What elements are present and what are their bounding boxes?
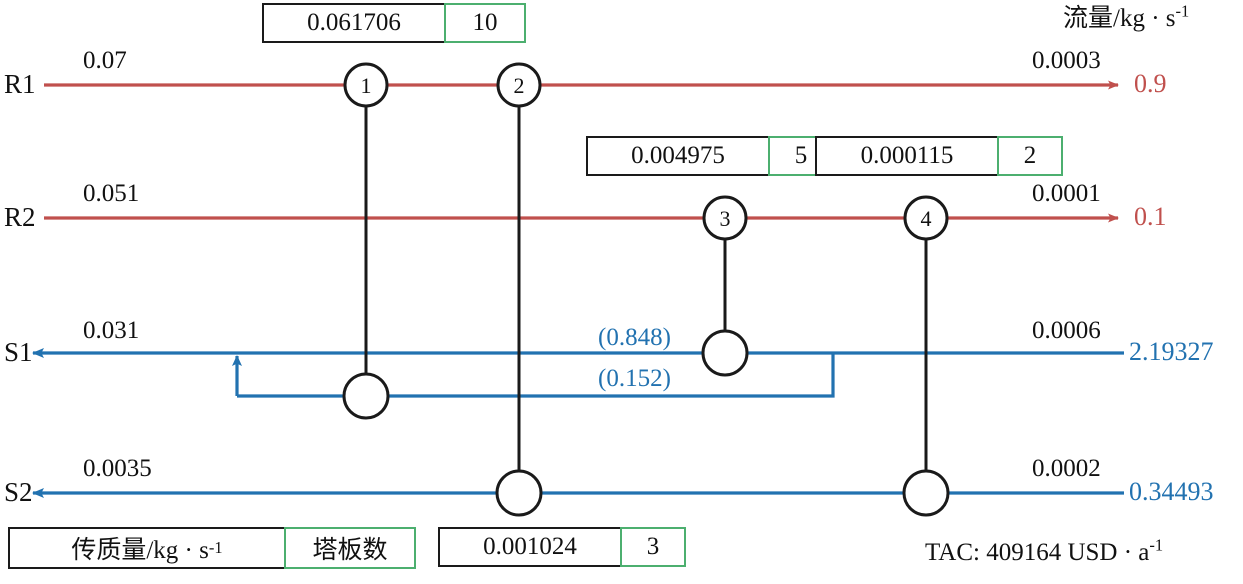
node-circle-s2-b bbox=[902, 469, 950, 517]
split-fraction-upper: (0.848) bbox=[598, 324, 671, 351]
mass-transfer-value: 0.004975 bbox=[586, 136, 768, 176]
tray-count-value: 2 bbox=[997, 136, 1063, 176]
tray-count-value: 3 bbox=[620, 527, 686, 567]
legend-mass-text: 传质量/kg · s bbox=[71, 537, 209, 564]
mass-transfer-value: 0.001024 bbox=[438, 527, 620, 567]
node-circle-s1-b bbox=[701, 329, 749, 377]
mass-transfer-value: 0.000115 bbox=[815, 136, 997, 176]
endpoint-value-s1: 2.19327 bbox=[1129, 337, 1214, 366]
endpoint-value-r1: 0.9 bbox=[1134, 69, 1167, 98]
tray-count-value: 10 bbox=[444, 3, 526, 43]
node-label-4: 4 bbox=[920, 206, 932, 231]
node-label-2: 2 bbox=[513, 73, 525, 98]
outlet-value-r2: 0.0001 bbox=[1032, 180, 1101, 207]
row-label-r2: R2 bbox=[4, 202, 36, 232]
inlet-value-r2: 0.051 bbox=[83, 180, 140, 207]
node-circle-s2-a bbox=[495, 469, 543, 517]
legend-trays-label: 塔板数 bbox=[284, 527, 416, 569]
outlet-value-r1: 0.0003 bbox=[1032, 47, 1101, 74]
inlet-value-s2: 0.0035 bbox=[83, 455, 152, 482]
tac-exp: -1 bbox=[1149, 535, 1164, 555]
split-fraction-lower: (0.152) bbox=[598, 365, 671, 392]
node-label-3: 3 bbox=[719, 206, 731, 231]
exchanger-box-node-1[interactable]: 0.061706 10 bbox=[262, 3, 526, 43]
legend-box: 传质量/kg · s-1 塔板数 bbox=[8, 527, 416, 569]
inlet-value-s1: 0.031 bbox=[83, 317, 140, 344]
row-label-s2: S2 bbox=[4, 477, 33, 507]
tac-footer: TAC: 409164 USD · a-1 bbox=[925, 537, 1163, 566]
mass-transfer-value: 0.061706 bbox=[262, 3, 444, 43]
inlet-value-r1: 0.07 bbox=[83, 47, 127, 74]
s1-recycle-branch bbox=[237, 353, 835, 398]
node-circle-1 bbox=[343, 62, 389, 108]
node-circle-3 bbox=[702, 195, 748, 241]
node-circle-4 bbox=[903, 195, 949, 241]
flow-axis-header: 流量/kg · s-1 bbox=[1063, 3, 1189, 32]
row-label-s1: S1 bbox=[4, 337, 33, 367]
endpoint-value-s2: 0.34493 bbox=[1129, 477, 1214, 506]
node-label-1: 1 bbox=[360, 73, 372, 98]
exchanger-box-node-4[interactable]: 0.000115 2 bbox=[815, 136, 1063, 176]
flow-axis-header-exp: -1 bbox=[1175, 1, 1190, 21]
tac-text: TAC: 409164 USD · a bbox=[925, 539, 1150, 566]
node-circle-2 bbox=[496, 62, 542, 108]
row-label-r1: R1 bbox=[4, 69, 36, 99]
node-circle-s1-a bbox=[342, 372, 390, 420]
exchanger-box-node-2[interactable]: 0.001024 3 bbox=[438, 527, 686, 567]
outlet-value-s1: 0.0006 bbox=[1032, 317, 1101, 344]
legend-mass-label: 传质量/kg · s-1 bbox=[8, 527, 284, 569]
flow-axis-header-text: 流量/kg · s bbox=[1063, 5, 1176, 32]
endpoint-value-r2: 0.1 bbox=[1134, 202, 1167, 231]
outlet-value-s2: 0.0002 bbox=[1032, 455, 1101, 482]
exchanger-box-node-3[interactable]: 0.004975 5 bbox=[586, 136, 834, 176]
